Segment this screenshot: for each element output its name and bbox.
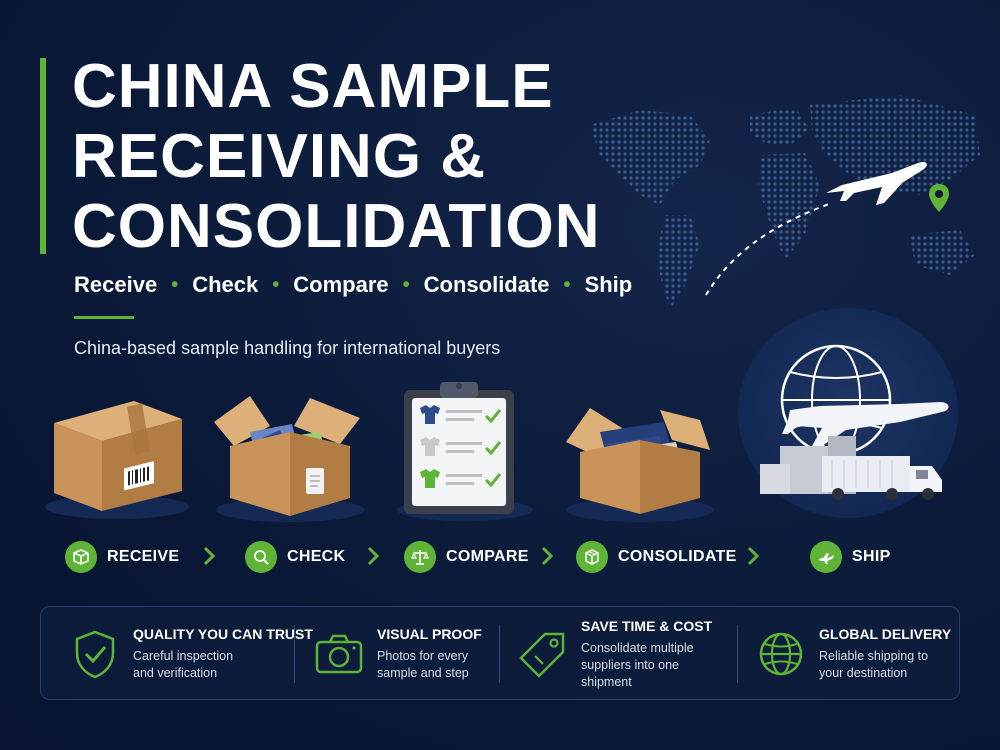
clipboard-checklist-illustration xyxy=(390,378,540,523)
step-consolidate: CONSOLIDATE xyxy=(576,539,737,575)
bullet-dot-icon: • xyxy=(171,273,179,296)
feature-save-time: SAVE TIME & COST Consolidate multiple su… xyxy=(517,607,731,701)
chevron-right-icon xyxy=(541,546,554,566)
scale-icon xyxy=(404,541,436,573)
divider xyxy=(499,625,500,683)
camera-icon xyxy=(315,634,363,674)
steps-tagline: Receive • Check • Compare • Consolidate … xyxy=(74,272,632,298)
feature-global-delivery-title: GLOBAL DELIVERY xyxy=(819,626,952,642)
accent-bar xyxy=(40,58,46,254)
price-tag-icon xyxy=(519,632,565,678)
step-check: CHECK xyxy=(245,539,345,575)
magnifier-icon xyxy=(245,541,277,573)
tagline-step-consolidate: Consolidate xyxy=(423,272,550,297)
location-pin-icon xyxy=(929,184,949,212)
feature-global-delivery: GLOBAL DELIVERY Reliable shipping to you… xyxy=(755,607,951,701)
subtitle: China-based sample handling for internat… xyxy=(74,338,501,358)
features-panel: QUALITY YOU CAN TRUST Careful inspection… xyxy=(40,606,960,700)
bullet-dot-icon: • xyxy=(563,273,571,296)
consolidated-box-illustration xyxy=(560,392,720,522)
airplane-icon xyxy=(826,161,927,205)
open-box-illustration xyxy=(210,388,370,523)
plane-icon xyxy=(810,541,842,573)
title-line-1: CHINA SAMPLE xyxy=(72,52,554,121)
green-rule xyxy=(74,316,134,319)
divider xyxy=(294,625,295,683)
step-receive-label: RECEIVE xyxy=(107,548,180,565)
tagline-step-ship: Ship xyxy=(584,272,633,297)
bullet-dot-icon: • xyxy=(272,273,280,296)
globe-icon xyxy=(759,632,803,676)
step-ship-label: SHIP xyxy=(852,548,891,565)
chevron-right-icon xyxy=(747,546,760,566)
step-ship: SHIP xyxy=(810,539,891,575)
page-title: CHINA SAMPLE RECEIVING & CONSOLIDATION xyxy=(72,52,632,262)
tagline-step-compare: Compare xyxy=(293,272,389,297)
feature-quality-title: QUALITY YOU CAN TRUST xyxy=(133,626,313,642)
step-consolidate-label: CONSOLIDATE xyxy=(618,548,737,565)
title-line-3: CONSOLIDATION xyxy=(72,192,601,261)
divider xyxy=(737,625,738,683)
feature-global-delivery-desc: Reliable shipping to your destination xyxy=(819,649,929,680)
feature-visual-proof: VISUAL PROOF Photos for every sample and… xyxy=(313,607,482,701)
shield-check-icon xyxy=(75,630,115,679)
step-receive: RECEIVE xyxy=(65,539,179,575)
world-map-icon xyxy=(590,95,980,310)
chevron-right-icon xyxy=(367,546,380,566)
title-line-2: RECEIVING & xyxy=(72,122,487,191)
tagline-step-check: Check xyxy=(192,272,259,297)
bullet-dot-icon: • xyxy=(402,273,410,296)
closed-box-illustration xyxy=(42,395,192,520)
chevron-right-icon xyxy=(203,546,216,566)
box-icon xyxy=(65,541,97,573)
shipping-illustration xyxy=(750,340,960,510)
feature-quality-desc: Careful inspection and verification xyxy=(133,649,234,680)
feature-save-time-title: SAVE TIME & COST xyxy=(581,617,713,634)
step-compare-label: COMPARE xyxy=(446,548,529,565)
step-compare: COMPARE xyxy=(404,539,529,575)
tagline-step-receive: Receive xyxy=(74,272,158,297)
flight-path xyxy=(705,202,833,296)
step-check-label: CHECK xyxy=(287,548,346,565)
feature-visual-proof-desc: Photos for every sample and step xyxy=(377,649,469,680)
boxes-icon xyxy=(576,541,608,573)
feature-save-time-desc: Consolidate multiple suppliers into one … xyxy=(581,640,694,689)
feature-visual-proof-title: VISUAL PROOF xyxy=(377,626,482,642)
feature-quality: QUALITY YOU CAN TRUST Careful inspection… xyxy=(69,607,313,701)
